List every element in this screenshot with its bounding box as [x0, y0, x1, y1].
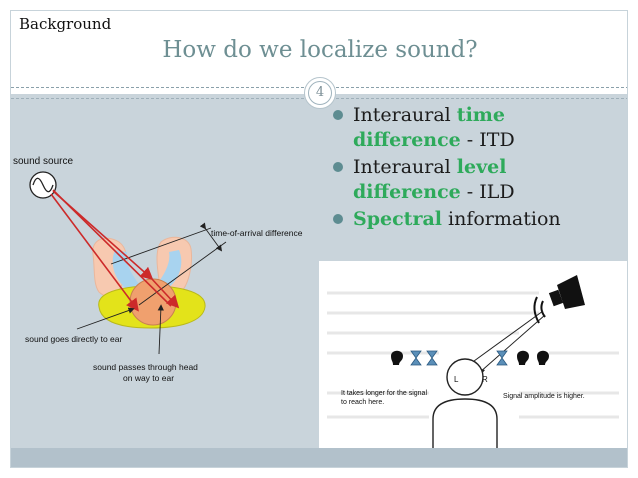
longer-label: It takes longer for the signal — [341, 390, 427, 397]
goes-directly-label: sound goes directly to ear — [25, 334, 123, 344]
bullet-highlight: time — [456, 104, 505, 126]
hourglass-icon — [410, 350, 422, 366]
head-outline — [446, 358, 484, 396]
bullet-highlight-2: difference — [353, 181, 461, 203]
bullet-suffix: - ILD — [460, 181, 515, 203]
bullet-list: Interaural time difference - ITD Interau… — [333, 103, 623, 234]
bullet-itd: Interaural time difference - ITD — [333, 103, 623, 153]
slide: Background How do we localize sound? 4 I… — [10, 10, 628, 468]
longer-label-2: to reach here. — [341, 399, 384, 406]
ear-icon — [537, 350, 549, 365]
time-of-arrival-label: time-of-arrival difference — [211, 228, 303, 238]
bullet-dot-icon — [333, 162, 343, 172]
bullet-highlight: Spectral — [353, 208, 442, 230]
ear-icon — [391, 350, 403, 365]
bullet-dot-icon — [333, 214, 343, 224]
hourglass-icon — [496, 350, 508, 366]
hourglass-icon — [426, 350, 438, 366]
sound-source-icon — [29, 171, 57, 199]
bullet-prefix: Interaural — [353, 104, 457, 126]
signal-line — [462, 310, 544, 370]
bullet-spectral: Spectral information — [333, 207, 623, 232]
torso-outline — [432, 398, 498, 448]
background-texture — [327, 291, 619, 419]
time-diff-arrow — [199, 222, 223, 252]
bullet-suffix: information — [441, 208, 561, 230]
wavefront-line — [138, 241, 227, 306]
bullet-suffix: - ITD — [460, 129, 515, 151]
direct-callout-line — [76, 307, 135, 330]
through-callout-line — [157, 304, 164, 355]
left-ear-shape — [112, 250, 139, 290]
bullet-highlight: level — [456, 156, 507, 178]
sound-path-exit — [150, 277, 180, 309]
bullet-highlight-2: difference — [353, 129, 461, 151]
left-ear-label: L — [454, 375, 459, 384]
head-shape — [129, 278, 177, 326]
itd-head-diagram: sound source time-of-arrival difference … — [13, 156, 303, 383]
passes-through-label: sound passes through head — [93, 362, 198, 372]
sound-path-head — [52, 190, 154, 281]
signal-line — [478, 314, 546, 374]
ear-icon — [517, 350, 529, 365]
slide-title: How do we localize sound? — [162, 37, 478, 63]
slide-number: 4 — [308, 81, 332, 105]
ild-head-diagram: L R It takes longer for the signal to re… — [319, 261, 627, 448]
bullet-dot-icon — [333, 110, 343, 120]
sound-source-label: sound source — [13, 156, 73, 167]
section-label: Background — [19, 15, 112, 33]
speaker-icon — [533, 275, 585, 324]
right-ear-label: R — [482, 375, 488, 384]
bullet-prefix: Interaural — [353, 156, 457, 178]
passes-through-label-2: on way to ear — [123, 373, 174, 383]
slide-number-badge: 4 — [304, 77, 336, 109]
sound-path-direct — [50, 193, 139, 312]
footer-band — [11, 448, 627, 467]
bullet-ild: Interaural level difference - ILD — [333, 155, 623, 205]
amplitude-label: Signal amplitude is higher. — [503, 393, 585, 400]
right-ear-shape — [157, 250, 182, 290]
